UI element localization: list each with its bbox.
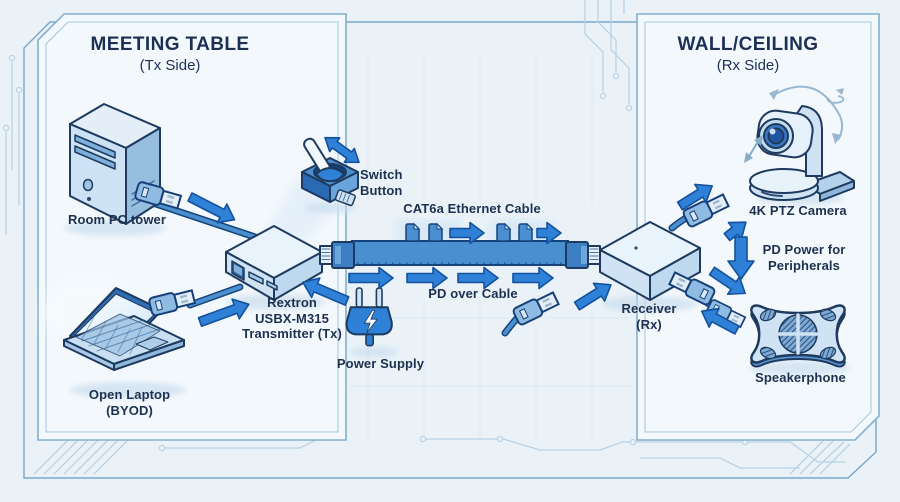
- receiver-label: Receiver (Rx): [621, 301, 677, 332]
- ptz-camera-illustration: [749, 105, 855, 202]
- right-panel-title-block: WALL/CEILING (Rx Side): [628, 34, 868, 74]
- left-panel-title: MEETING TABLE: [90, 34, 250, 55]
- rj45-connector-left: [319, 241, 355, 269]
- switch-button-illustration: [301, 137, 359, 207]
- receiver-illustration: [599, 221, 701, 301]
- flow-arrows: [187, 136, 755, 335]
- pd-over-cable-label: PD over Cable: [428, 286, 518, 301]
- pc-tower-label: Room PC tower: [67, 212, 167, 227]
- left-panel-title-block: MEETING TABLE (Tx Side): [40, 34, 300, 74]
- right-panel-subtitle: (Rx Side): [716, 57, 780, 74]
- rj45-connector-right: [565, 241, 601, 269]
- laptop-label: Open Laptop (BYOD): [88, 387, 171, 418]
- circuit-traces: [2, 0, 851, 475]
- grid-lines: [350, 58, 630, 438]
- ethernet-cable-label: CAT6a Ethernet Cable: [403, 201, 541, 216]
- transmitter-label: Rextron USBX-M315 Transmitter (Tx): [242, 295, 342, 341]
- pd-power-label: PD Power for Peripherals: [762, 242, 846, 273]
- laptop-illustration: [63, 287, 185, 371]
- left-panel-subtitle: (Tx Side): [139, 57, 201, 74]
- camera-motion-arrows: [744, 85, 845, 163]
- speakerphone-illustration: [750, 304, 846, 368]
- camera-label: 4K PTZ Camera: [749, 203, 847, 218]
- right-panel-title: WALL/CEILING: [677, 34, 819, 55]
- power-supply-label: Power Supply: [336, 356, 425, 371]
- ethernet-cable-illustration: [319, 240, 601, 269]
- speakerphone-label: Speakerphone: [755, 370, 846, 385]
- switch-button-label: Switch Button: [360, 167, 403, 198]
